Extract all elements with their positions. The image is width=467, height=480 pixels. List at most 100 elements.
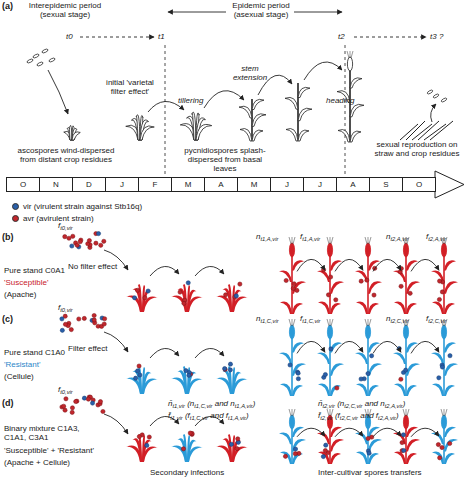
wheat-awn — [331, 319, 333, 326]
vir-spore — [402, 448, 406, 452]
plant-leaf — [356, 452, 368, 465]
wheat-awn — [293, 237, 295, 244]
wheat-ear — [365, 243, 370, 257]
ascospore — [42, 48, 49, 53]
wheat-awn — [292, 409, 293, 416]
vir-spore — [228, 362, 232, 366]
wheat-ear — [403, 325, 408, 339]
wheat-awn — [441, 409, 443, 416]
month-label: D — [86, 180, 92, 189]
stage-divider — [165, 45, 166, 176]
formula-symbol: f — [426, 314, 428, 323]
vir-spore — [223, 366, 227, 370]
ascospore — [433, 93, 439, 98]
vir-spore — [448, 354, 452, 358]
avr-spore — [92, 313, 96, 317]
formula-subscript: t2,vir — [320, 415, 332, 421]
wheat-awn — [365, 237, 367, 244]
panel-letter: (c) — [2, 314, 13, 324]
vir-spore — [323, 372, 327, 376]
avr-spore — [365, 278, 369, 282]
wheat-ear — [403, 415, 408, 429]
month-cell: N — [39, 177, 73, 192]
vir-spore — [288, 363, 292, 367]
plant-leaf — [356, 302, 368, 315]
vir-spore — [187, 373, 191, 377]
avr-spore — [101, 409, 105, 413]
text-label: 'Resistant' — [4, 360, 40, 369]
vir-spore — [440, 365, 444, 369]
plant-leaf — [393, 270, 406, 282]
month-cell: D — [72, 177, 106, 192]
avr-spore — [359, 279, 363, 283]
formula-symbol: f̄ — [168, 411, 170, 420]
avr-spore — [63, 408, 67, 412]
formula-symbol: f — [58, 385, 60, 394]
plant-leaf — [330, 453, 341, 464]
formula-symbol: n — [386, 232, 390, 241]
month-label: N — [53, 180, 59, 189]
formula-symbol: f — [300, 314, 302, 323]
month-label: J — [285, 180, 289, 189]
avr-spore — [67, 236, 71, 240]
plant-leaf — [317, 352, 330, 364]
text-label: Pure stand C0A1 — [4, 266, 65, 275]
wheat-awn — [403, 409, 405, 416]
plant-leaf — [406, 363, 420, 376]
dispersal-arrow — [104, 414, 128, 434]
dispersal-arrow — [335, 341, 363, 353]
avr-spore — [99, 243, 103, 247]
plant-leaf — [187, 378, 203, 394]
avr-spore — [71, 234, 75, 238]
avr-spore — [63, 235, 67, 239]
plant-leaf — [280, 452, 292, 465]
period-arrow — [168, 12, 226, 13]
plant-leaf — [279, 270, 292, 282]
dispersal-arrow — [411, 341, 439, 353]
avr-spore — [284, 278, 288, 282]
plant-leaf — [232, 378, 248, 394]
avr-spore — [448, 441, 452, 445]
avr-spore — [62, 404, 66, 408]
avr-spore — [293, 452, 297, 456]
formula-subscript: t2,A,vir — [385, 403, 403, 409]
dispersal-arrow — [104, 332, 128, 352]
avr-spore — [87, 238, 91, 242]
wheat-awn — [406, 409, 407, 416]
vir-spore — [369, 354, 373, 358]
formula-symbol: n — [340, 399, 344, 408]
plant-leaf — [252, 130, 263, 141]
dispersal-arrow — [150, 266, 179, 276]
wheat-awn — [368, 237, 369, 244]
avr-spore — [440, 290, 444, 294]
avr-spore — [224, 293, 228, 297]
dispersal-arrow — [335, 428, 363, 437]
process-note: ascospores wind-dispersed from distant c… — [10, 146, 122, 164]
month-cell: O — [402, 177, 436, 192]
legend-text: avr (avirulent strain) — [23, 214, 94, 223]
formula-symbol: f — [376, 411, 378, 420]
formula-subscript: t1,C,vir — [190, 415, 208, 421]
avr-spore — [188, 431, 192, 435]
formula-subscript: t1,C,vir — [302, 318, 320, 324]
formula-symbol: n — [380, 399, 384, 408]
formula-label: ft0,vir — [58, 385, 73, 394]
formula-subscript: t0,vir — [60, 389, 72, 395]
formula-label: ft1,A,vir — [300, 232, 320, 241]
plant-leaf — [338, 130, 350, 143]
dispersal-arrow — [411, 259, 439, 271]
avr-spore — [291, 286, 295, 290]
formula-label: nt1,A,vir — [256, 232, 278, 241]
avr-spore — [366, 436, 370, 440]
plant-leaf — [444, 260, 456, 270]
vir-spore — [186, 281, 190, 285]
vir-spore — [229, 442, 233, 446]
vir-spore — [228, 368, 232, 372]
formula-label: f̄t2,vir (ft2,C,vir and ft2,A,vir) — [318, 411, 399, 420]
vir-spore — [60, 328, 64, 332]
plant-leaf — [406, 303, 417, 314]
ascospore — [427, 89, 433, 94]
wheat-ear — [289, 243, 294, 257]
plant-leaf — [298, 130, 309, 141]
timeline-arrowhead — [435, 171, 464, 198]
